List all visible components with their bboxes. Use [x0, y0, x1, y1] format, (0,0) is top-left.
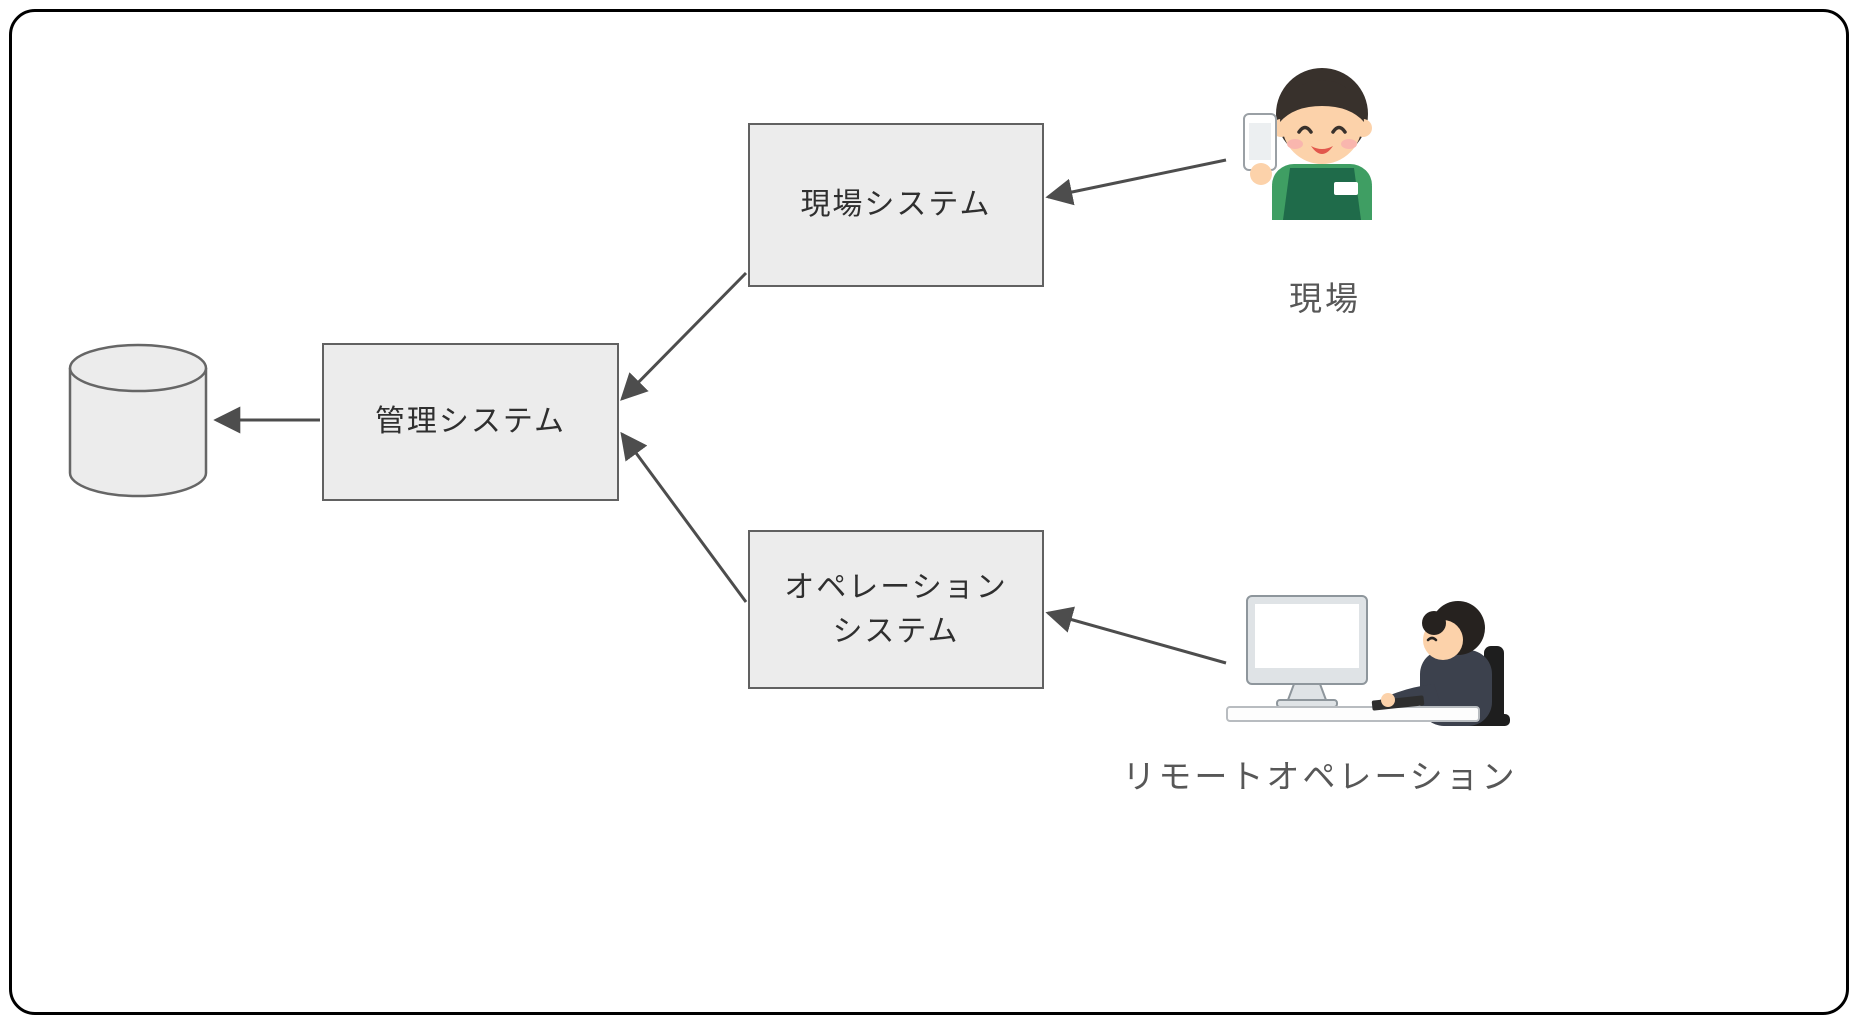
node-field-system-label: 現場システム	[800, 188, 992, 222]
monitor-icon	[1246, 595, 1368, 708]
node-management-system: 管理システム	[322, 343, 619, 501]
database-cylinder-icon	[68, 343, 208, 498]
arrow-operation-system-to-management	[620, 431, 748, 603]
node-field-system: 現場システム	[748, 123, 1044, 287]
node-operation-system: オペレーション システム	[748, 530, 1044, 689]
node-operation-system-label: オペレーション システム	[784, 571, 1008, 648]
field-worker-illustration	[1243, 68, 1372, 220]
remote-operation-caption: リモートオペレーション	[1122, 758, 1518, 795]
node-management-system-label: 管理システム	[374, 405, 567, 439]
remote-operator-illustration	[1226, 595, 1510, 726]
arrow-remote-operator-to-operation-system	[1045, 606, 1227, 665]
smartphone-icon	[1243, 113, 1277, 171]
arrow-field-system-to-management	[620, 271, 748, 401]
arrow-field-worker-to-field-system	[1045, 158, 1227, 206]
field-caption: 現場	[1289, 280, 1361, 317]
